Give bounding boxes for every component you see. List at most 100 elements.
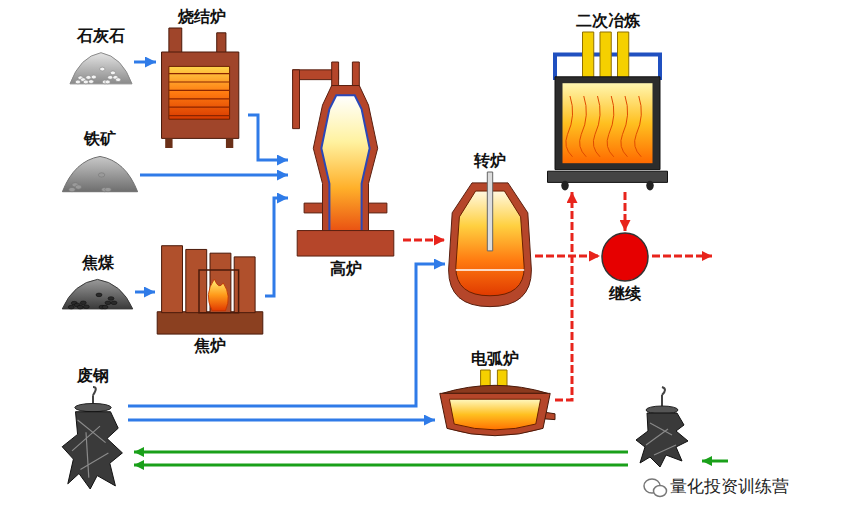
node-label: 废钢 bbox=[74, 365, 112, 387]
node-label: 石灰石 bbox=[74, 25, 128, 47]
pebble bbox=[108, 297, 114, 301]
process-circle: 继续 bbox=[600, 231, 650, 305]
tuyere bbox=[369, 203, 387, 213]
pebble bbox=[110, 71, 115, 75]
illustration bbox=[58, 387, 128, 490]
watermark: 量化投资训练营 bbox=[668, 475, 791, 497]
process-illustration: 转炉 bbox=[445, 150, 535, 308]
grate-bar bbox=[169, 81, 230, 82]
pebble bbox=[105, 80, 110, 84]
process-illustration: 二次冶炼 bbox=[545, 10, 670, 192]
scrap-return-arrows bbox=[134, 452, 728, 465]
lime-drawing bbox=[68, 47, 134, 85]
blast-drawing bbox=[288, 62, 403, 258]
coal-drawing bbox=[60, 274, 135, 310]
stir-line bbox=[607, 96, 614, 157]
scrap-detail bbox=[72, 420, 108, 478]
scrap-pile bbox=[62, 412, 122, 489]
oxygen-lance bbox=[487, 172, 492, 251]
pebble bbox=[68, 305, 74, 309]
pebble bbox=[77, 305, 83, 309]
leg bbox=[226, 138, 233, 148]
blue-flow-arrow bbox=[128, 419, 435, 422]
pebble bbox=[100, 67, 105, 71]
grate-bar bbox=[169, 115, 230, 116]
pebble bbox=[86, 76, 91, 80]
pebble bbox=[88, 80, 93, 84]
pebble bbox=[69, 187, 75, 191]
hook-line bbox=[661, 395, 663, 407]
stir-line bbox=[566, 96, 573, 157]
blue-flow-arrow bbox=[134, 61, 156, 64]
tuyere bbox=[304, 203, 322, 213]
process-illustration: 烧结炉 bbox=[156, 6, 248, 148]
red-flow-arrow bbox=[555, 192, 572, 400]
oven-chamber bbox=[186, 249, 207, 312]
pebble bbox=[96, 293, 102, 297]
illustration bbox=[60, 274, 135, 310]
node-label: 焦炉 bbox=[191, 335, 229, 357]
node-label: 烧结炉 bbox=[175, 6, 229, 28]
furnace-melt bbox=[449, 399, 540, 430]
illustration bbox=[68, 47, 134, 85]
process-illustration: 电弧炉 bbox=[435, 348, 555, 443]
grate-bar bbox=[169, 73, 230, 74]
stir-line bbox=[635, 96, 642, 157]
scrap-magnet-right bbox=[636, 387, 688, 467]
stir-line bbox=[580, 96, 587, 157]
node-label: 焦煤 bbox=[79, 252, 117, 274]
pebble bbox=[80, 301, 86, 305]
illustration bbox=[545, 32, 670, 192]
green-arrow bbox=[134, 451, 628, 454]
blue-flow-arrow bbox=[135, 291, 155, 294]
pile bbox=[70, 53, 132, 84]
hook bbox=[662, 387, 665, 395]
melt-surface bbox=[456, 269, 524, 271]
output-arrow bbox=[652, 255, 712, 258]
illustration bbox=[435, 370, 555, 443]
oven-chamber bbox=[162, 246, 183, 313]
process-illustration: 高炉 bbox=[288, 62, 403, 280]
blue-flow-arrow bbox=[248, 115, 288, 160]
node-label: 电弧炉 bbox=[468, 348, 522, 370]
illustration bbox=[156, 28, 248, 148]
node-label: 铁矿 bbox=[81, 128, 119, 150]
node-label: 高炉 bbox=[327, 258, 365, 280]
stir-line bbox=[593, 96, 600, 157]
wheel bbox=[646, 181, 654, 191]
pebble bbox=[75, 185, 81, 189]
red-flow-arrow bbox=[535, 255, 600, 258]
furnace-shell bbox=[440, 393, 550, 435]
stir-line bbox=[621, 96, 628, 157]
illustration bbox=[445, 172, 535, 308]
grate-bar bbox=[169, 98, 230, 99]
ore-drawing bbox=[60, 150, 140, 193]
eaf-drawing bbox=[435, 370, 555, 443]
furnace-roof bbox=[442, 385, 548, 393]
scrap-drawing bbox=[58, 387, 128, 490]
process-illustration: 焦煤 bbox=[60, 252, 135, 310]
car-base bbox=[548, 171, 668, 182]
bubble bbox=[654, 486, 667, 497]
pebble bbox=[108, 76, 113, 80]
molten-steel bbox=[563, 83, 653, 163]
red-flow-arrow bbox=[403, 239, 445, 242]
process-illustration: 焦炉 bbox=[155, 242, 265, 357]
converter-drawing bbox=[445, 172, 535, 308]
leg bbox=[165, 138, 172, 148]
circle-drawing bbox=[600, 231, 650, 283]
node-label: 转炉 bbox=[471, 150, 509, 172]
illustration bbox=[288, 62, 403, 258]
hook bbox=[93, 387, 96, 395]
pebble bbox=[111, 301, 117, 305]
node-label: 继续 bbox=[606, 283, 644, 305]
scrap-detail bbox=[646, 423, 676, 455]
illustration bbox=[60, 150, 140, 193]
illustration bbox=[600, 231, 650, 283]
pebble bbox=[105, 187, 111, 191]
scrap-pile bbox=[636, 413, 688, 467]
connector-group bbox=[128, 62, 625, 420]
process-illustration: 石灰石 bbox=[68, 25, 134, 85]
